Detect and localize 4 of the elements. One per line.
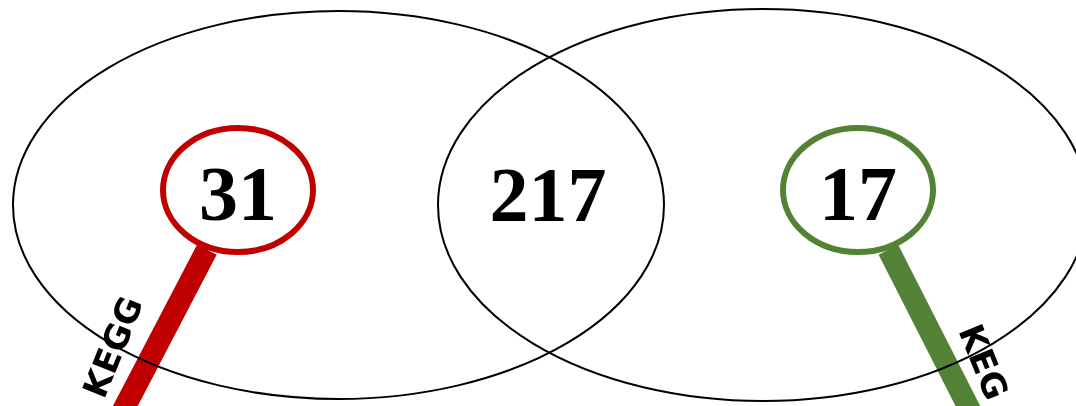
overlap-count: 217 <box>489 156 607 234</box>
database-label: KEG <box>953 319 1014 405</box>
count-value: 31 <box>199 155 277 233</box>
count-value: 17 <box>819 155 897 233</box>
